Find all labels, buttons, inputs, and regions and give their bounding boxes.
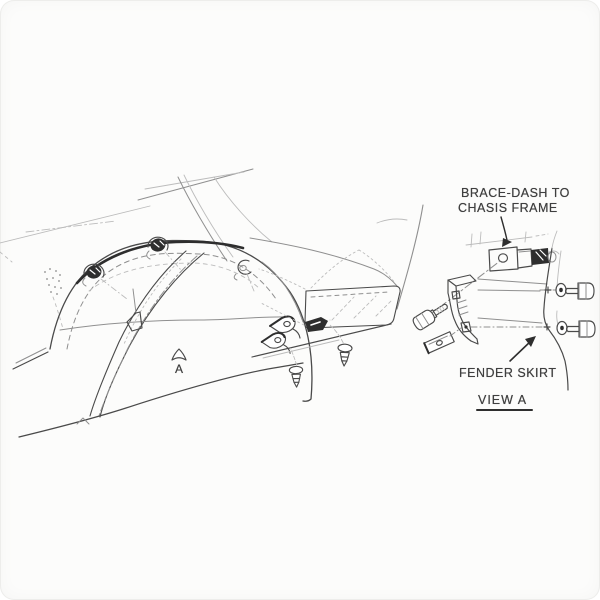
- main-illustration: [0, 168, 424, 438]
- lower-body-lines: [12, 316, 304, 438]
- retainer-clip-1: [269, 315, 301, 339]
- speed-nut: [423, 327, 462, 355]
- view-a-marker-arrow: [171, 348, 187, 361]
- rocker-panel: [251, 249, 401, 359]
- view-title: VIEW A: [478, 393, 528, 407]
- brace-bracket: [488, 246, 557, 272]
- retainer-clip-2: [260, 332, 291, 354]
- callout-brace-line1: BRACE-DASH TO: [461, 186, 570, 200]
- skirt-clip-2: [146, 236, 183, 272]
- fender-skirt-callout-arrow: [509, 336, 536, 362]
- wheelhouse-tab: [126, 288, 143, 332]
- view-a-marker-letter: A: [175, 362, 184, 376]
- stipple-shading: [44, 268, 64, 330]
- body-outline-lines: [0, 168, 424, 310]
- assembly-axis: [426, 260, 501, 318]
- skirt-clip-3: [233, 259, 255, 292]
- brace-callout-arrow: [500, 216, 512, 247]
- push-pin-fastener-1: [329, 324, 353, 367]
- skirt-bracket: [447, 274, 479, 345]
- callout-brace-line2: CHASIS FRAME: [458, 201, 558, 215]
- chassis-frame-hints: [465, 231, 560, 255]
- detail-view-a: [412, 216, 596, 411]
- washer-bolt-assembly-1: [544, 282, 595, 300]
- washer-bolt-assembly-2: [543, 320, 596, 338]
- skirt-clip-1: [82, 263, 128, 300]
- callout-fender-skirt: FENDER SKIRT: [459, 366, 557, 380]
- push-pin-fastener-2: [288, 347, 304, 388]
- rocker-panel-clip: [305, 317, 328, 332]
- frame-lines: [470, 278, 557, 328]
- hex-bolt: [412, 303, 448, 331]
